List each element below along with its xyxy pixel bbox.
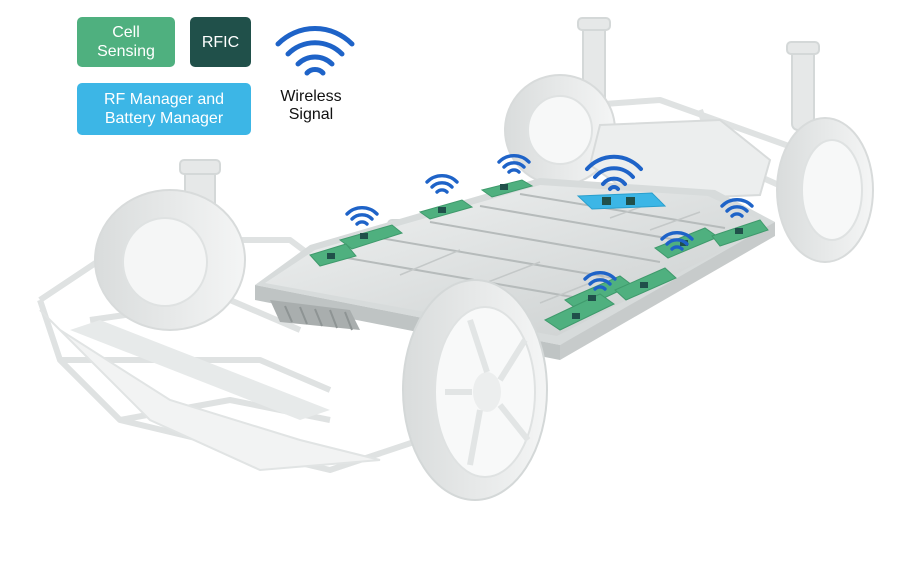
signal-4 — [720, 198, 754, 218]
signal-6 — [583, 271, 617, 291]
legend-wireless-line2: Signal — [288, 106, 334, 123]
signal-3 — [345, 206, 379, 226]
front-left-wheel — [94, 189, 246, 331]
cell-sensing-modules — [309, 179, 769, 331]
front-right-wheel — [402, 279, 548, 501]
legend-rf-manager-line1: RF Manager and — [103, 91, 225, 108]
legend-wireless-line1: Wireless — [280, 88, 342, 105]
legend-rfic: RFIC — [190, 17, 251, 67]
signal-manager — [585, 154, 643, 191]
legend-rfic-label: RFIC — [201, 33, 240, 51]
signal-2 — [425, 174, 459, 194]
legend-rf-battery-manager: RF Manager and Battery Manager — [77, 83, 251, 135]
front-crossbar — [70, 320, 330, 420]
legend-cell-sensing-line2: Sensing — [97, 43, 155, 60]
cell-module-8 — [543, 293, 615, 331]
front-bumper — [39, 309, 381, 472]
rear-right-wheel — [776, 117, 874, 263]
signal-5 — [660, 231, 694, 251]
legend-cell-sensing-line1: Cell — [112, 24, 140, 41]
legend-wireless-signal: Wireless Signal — [265, 88, 357, 124]
signal-1 — [497, 154, 531, 174]
wireless-signal-icon — [275, 26, 355, 76]
legend-cell-sensing: Cell Sensing — [77, 17, 175, 67]
legend-rf-manager-line2: Battery Manager — [104, 110, 224, 127]
rf-battery-manager-board — [576, 192, 667, 210]
wireless-signals — [345, 154, 754, 291]
